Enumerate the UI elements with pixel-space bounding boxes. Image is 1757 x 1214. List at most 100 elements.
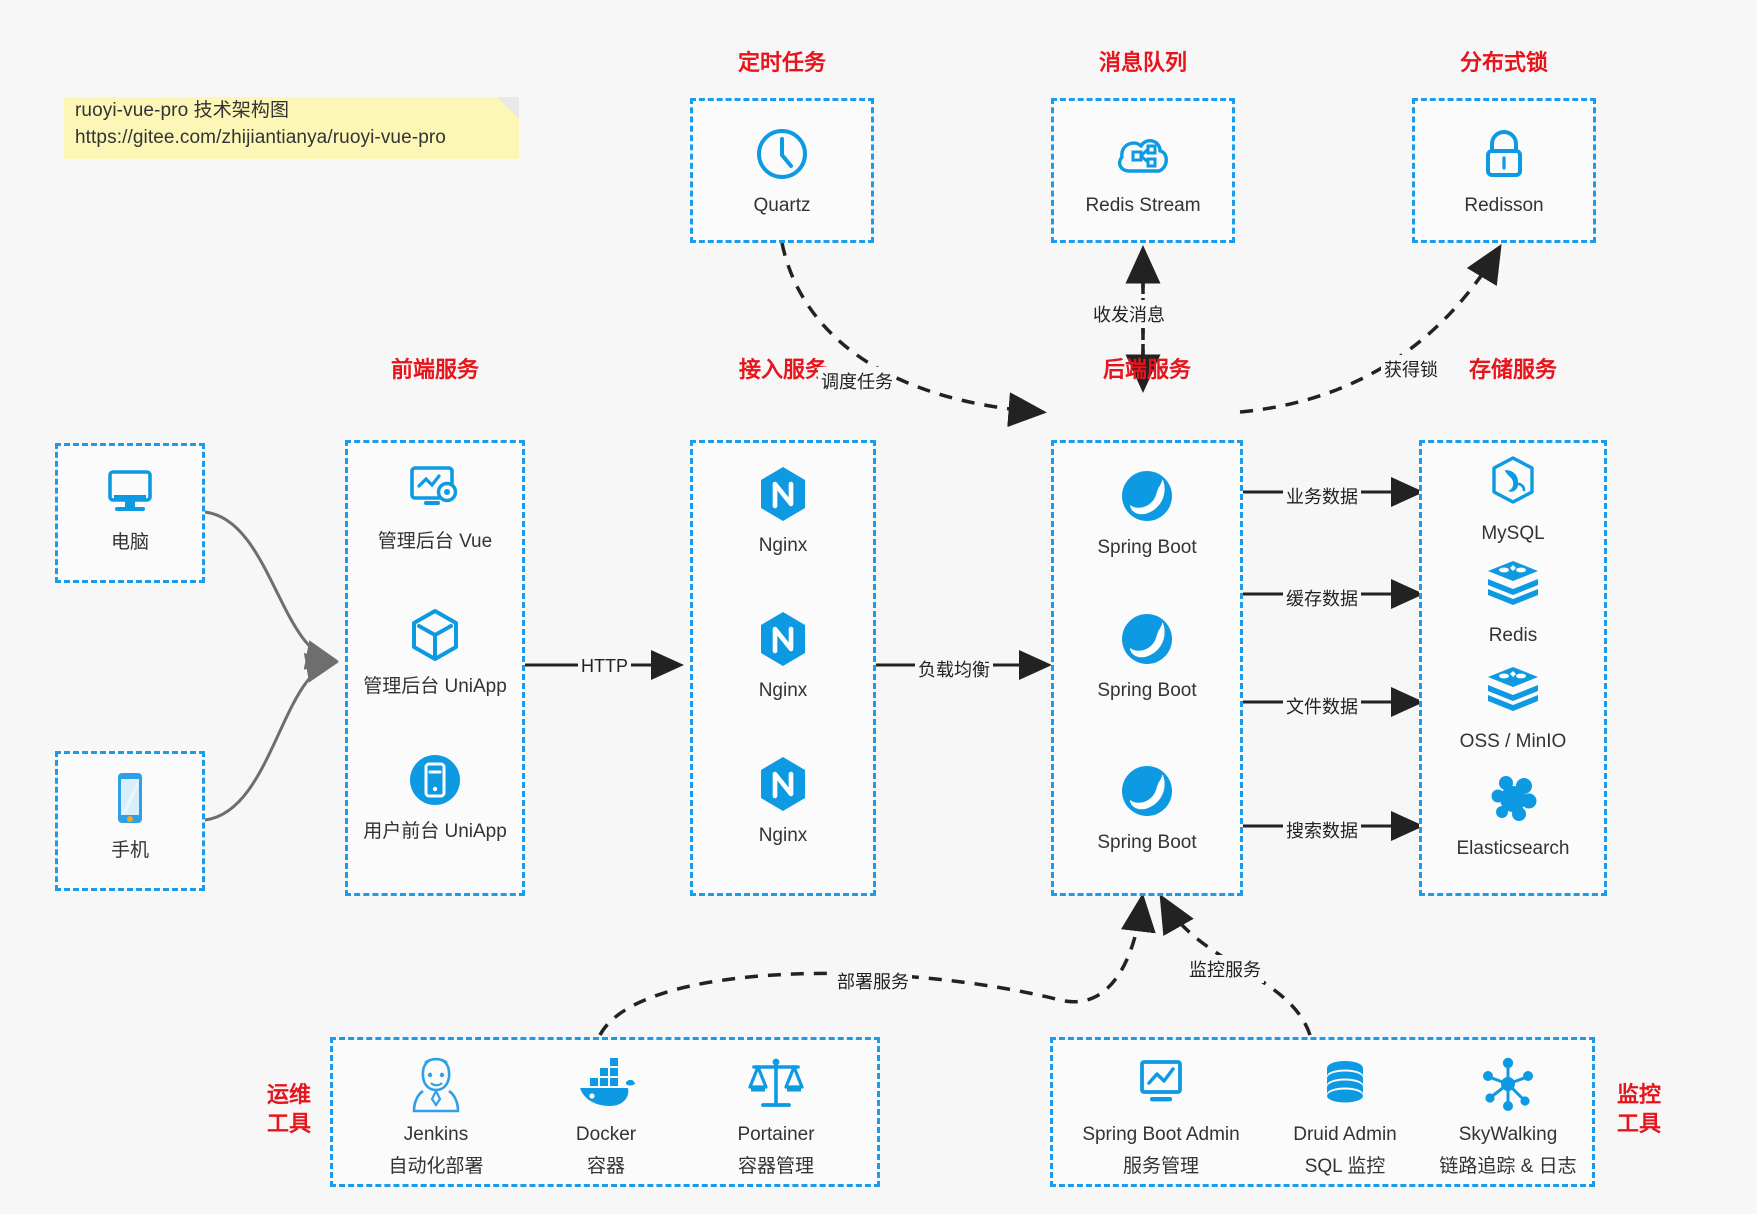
diagram-note: ruoyi-vue-pro 技术架构图 https://gitee.com/zh… xyxy=(64,97,519,159)
tool-name: Druid Admin xyxy=(1293,1124,1397,1145)
node-label: MySQL xyxy=(1481,523,1545,544)
edge-label-deploy-service: 部署服务 xyxy=(834,967,912,995)
elasticsearch-icon xyxy=(1422,766,1604,828)
tool-desc: 容器管理 xyxy=(737,1156,814,1177)
node-label: Redisson xyxy=(1464,195,1544,216)
node-label: Spring Boot xyxy=(1097,537,1197,558)
group-label-monitor: 监控 工具 xyxy=(1608,1080,1670,1138)
node-mysql[interactable]: MySQL xyxy=(1422,451,1604,546)
tool-druid-admin[interactable]: Druid Admin SQL 监控 xyxy=(1265,1052,1425,1180)
group-box-client-desktop: 电脑 xyxy=(55,443,205,583)
node-user-uniapp[interactable]: 用户前台 UniApp xyxy=(348,749,522,844)
group-box-frontend: 管理后台 Vue 管理后台 UniApp 用户前台 UniApp xyxy=(345,440,525,896)
note-fold-corner xyxy=(497,97,519,119)
group-label-monitor-line2: 工具 xyxy=(1616,1111,1661,1136)
tool-spring-boot-admin[interactable]: Spring Boot Admin 服务管理 xyxy=(1071,1052,1251,1180)
node-label: 电脑 xyxy=(110,532,149,553)
node-springboot-1[interactable]: Spring Boot xyxy=(1054,465,1240,560)
nginx-icon xyxy=(693,463,873,525)
portainer-scale-icon xyxy=(701,1052,851,1116)
node-admin-uniapp[interactable]: 管理后台 UniApp xyxy=(348,604,522,699)
node-elasticsearch[interactable]: Elasticsearch xyxy=(1422,766,1604,861)
nginx-icon xyxy=(693,753,873,815)
edge-label-search-data: 搜索数据 xyxy=(1283,816,1361,844)
group-box-devops: Jenkins 自动化部署 Docker 容器 xyxy=(330,1037,880,1187)
edge-label-load-balance: 负载均衡 xyxy=(915,655,993,683)
node-nginx-3[interactable]: Nginx xyxy=(693,753,873,848)
tool-desc: 链路追踪 & 日志 xyxy=(1439,1156,1577,1177)
node-label: OSS / MinIO xyxy=(1459,731,1567,752)
edge-label-acquire-lock: 获得锁 xyxy=(1381,355,1441,383)
edge-label-monitor-service: 监控服务 xyxy=(1186,955,1264,983)
tool-skywalking[interactable]: SkyWalking 链路追踪 & 日志 xyxy=(1423,1052,1593,1180)
clock-icon xyxy=(693,123,871,185)
group-label-devops-line2: 工具 xyxy=(266,1111,311,1136)
node-label: Redis Stream xyxy=(1085,195,1201,216)
tool-name: Spring Boot Admin xyxy=(1082,1124,1240,1145)
redis-stack-icon xyxy=(1422,553,1604,615)
skywalking-node-icon xyxy=(1423,1052,1593,1116)
note-url: https://gitee.com/zhijiantianya/ruoyi-vu… xyxy=(75,127,446,148)
group-box-client-mobile: 手机 xyxy=(55,751,205,891)
node-desktop[interactable]: 电脑 xyxy=(58,460,202,555)
mobile-circle-icon xyxy=(348,749,522,811)
tool-name: Docker xyxy=(575,1124,637,1145)
nginx-icon xyxy=(693,608,873,670)
tool-desc: 服务管理 xyxy=(1122,1156,1199,1177)
edge-label-business-data: 业务数据 xyxy=(1283,482,1361,510)
edge-label-file-data: 文件数据 xyxy=(1283,692,1361,720)
edge-label-http: HTTP xyxy=(578,655,631,678)
edge-label-cache-data: 缓存数据 xyxy=(1283,584,1361,612)
spring-boot-icon xyxy=(1054,608,1240,670)
tool-desc: SQL 监控 xyxy=(1304,1156,1386,1177)
group-box-backend: Spring Boot Spring Boot Spring Boot xyxy=(1051,440,1243,896)
node-springboot-2[interactable]: Spring Boot xyxy=(1054,608,1240,703)
tool-docker[interactable]: Docker 容器 xyxy=(531,1052,681,1180)
group-label-backend: 后端服务 xyxy=(1102,357,1191,382)
node-redis[interactable]: Redis xyxy=(1422,553,1604,648)
node-nginx-2[interactable]: Nginx xyxy=(693,608,873,703)
group-label-scheduler: 定时任务 xyxy=(737,50,826,75)
tool-name: Portainer xyxy=(737,1124,815,1145)
spring-boot-icon xyxy=(1054,465,1240,527)
group-label-mq: 消息队列 xyxy=(1098,50,1187,75)
tool-name: SkyWalking xyxy=(1458,1124,1558,1145)
node-label: Spring Boot xyxy=(1097,832,1197,853)
tool-jenkins[interactable]: Jenkins 自动化部署 xyxy=(361,1052,511,1180)
group-box-scheduler: Quartz xyxy=(690,98,874,243)
node-label: 手机 xyxy=(110,840,149,861)
tool-portainer[interactable]: Portainer 容器管理 xyxy=(701,1052,851,1180)
node-mobile[interactable]: 手机 xyxy=(58,768,202,863)
cloud-network-icon xyxy=(1054,123,1232,185)
group-label-gateway: 接入服务 xyxy=(738,357,827,382)
group-box-storage: MySQL Redis xyxy=(1419,440,1607,896)
node-redis-stream[interactable]: Redis Stream xyxy=(1054,123,1232,218)
group-label-devops: 运维 工具 xyxy=(258,1080,320,1138)
node-redisson[interactable]: Redisson xyxy=(1415,123,1593,218)
tool-desc: 容器 xyxy=(586,1156,625,1177)
node-label: Redis xyxy=(1488,625,1538,646)
node-label: Nginx xyxy=(758,680,808,701)
node-springboot-3[interactable]: Spring Boot xyxy=(1054,760,1240,855)
group-label-lock: 分布式锁 xyxy=(1459,50,1548,75)
node-label: Nginx xyxy=(758,535,808,556)
node-nginx-1[interactable]: Nginx xyxy=(693,463,873,558)
object-storage-icon xyxy=(1422,659,1604,721)
group-box-mq: Redis Stream xyxy=(1051,98,1235,243)
cube-icon xyxy=(348,604,522,666)
padlock-icon xyxy=(1415,123,1593,185)
group-label-storage: 存储服务 xyxy=(1468,357,1557,382)
node-quartz[interactable]: Quartz xyxy=(693,123,871,218)
group-label-monitor-line1: 监控 xyxy=(1616,1082,1661,1107)
monitor-chart-icon xyxy=(1071,1052,1251,1116)
node-label: Spring Boot xyxy=(1097,680,1197,701)
group-label-frontend: 前端服务 xyxy=(390,357,479,382)
tool-desc: 自动化部署 xyxy=(388,1156,484,1177)
node-label: Quartz xyxy=(753,195,811,216)
node-admin-vue[interactable]: 管理后台 Vue xyxy=(348,459,522,554)
mobile-phone-icon xyxy=(58,768,202,830)
note-title: ruoyi-vue-pro 技术架构图 xyxy=(75,100,290,121)
node-label: 用户前台 UniApp xyxy=(363,821,507,842)
node-oss-minio[interactable]: OSS / MinIO xyxy=(1422,659,1604,754)
